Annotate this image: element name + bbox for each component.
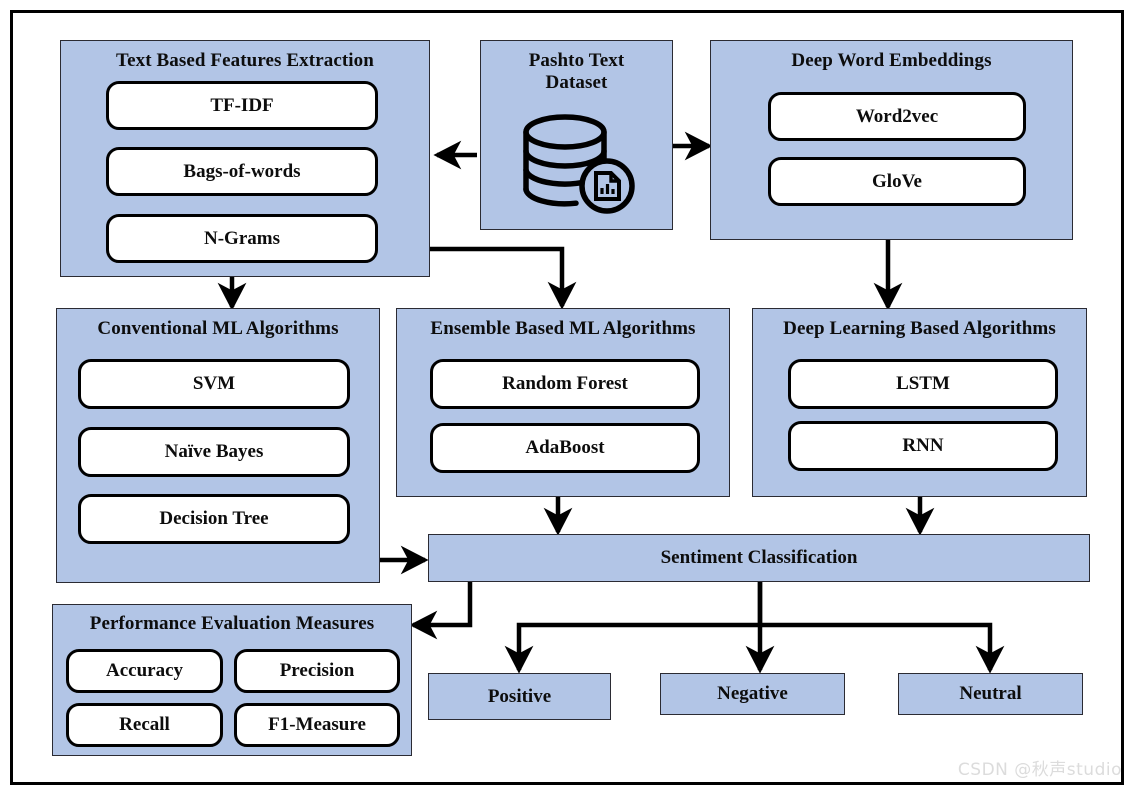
pill-glove[interactable]: GloVe [768, 157, 1026, 206]
group-title-conventional-ml: Conventional ML Algorithms [97, 318, 339, 339]
pill-naive-bayes[interactable]: Naïve Bayes [78, 427, 350, 477]
box-sentiment-negative[interactable]: Negative [660, 673, 845, 715]
pill-svm[interactable]: SVM [78, 359, 350, 409]
dataset-title-line2: Dataset [545, 71, 608, 93]
pill-f1-measure[interactable]: F1-Measure [234, 703, 400, 747]
watermark-text: CSDN @秋声studio [957, 760, 1122, 780]
box-sentiment-classification[interactable]: Sentiment Classification [428, 534, 1090, 582]
group-title-word-embeddings: Deep Word Embeddings [791, 50, 992, 71]
pill-tf-idf[interactable]: TF-IDF [106, 81, 378, 130]
pill-recall[interactable]: Recall [66, 703, 223, 747]
pill-bags-of-words[interactable]: Bags-of-words [106, 147, 378, 196]
pill-accuracy[interactable]: Accuracy [66, 649, 223, 693]
dataset-title-line1: Pashto Text [528, 50, 625, 71]
pill-decision-tree[interactable]: Decision Tree [78, 494, 350, 544]
pill-n-grams[interactable]: N-Grams [106, 214, 378, 263]
pill-lstm[interactable]: LSTM [788, 359, 1058, 409]
box-sentiment-positive[interactable]: Positive [428, 673, 611, 720]
group-title-ensemble-ml: Ensemble Based ML Algorithms [430, 318, 696, 339]
group-pashto-text-dataset: Pashto Text Dataset [480, 40, 673, 230]
pill-adaboost[interactable]: AdaBoost [430, 423, 700, 473]
pill-precision[interactable]: Precision [234, 649, 400, 693]
group-title-performance: Performance Evaluation Measures [89, 613, 375, 634]
pill-random-forest[interactable]: Random Forest [430, 359, 700, 409]
group-title-deep-learning: Deep Learning Based Algorithms [783, 318, 1056, 339]
database-icon [515, 112, 640, 217]
pill-rnn[interactable]: RNN [788, 421, 1058, 471]
group-title-text-features: Text Based Features Extraction [116, 50, 374, 71]
pill-word2vec[interactable]: Word2vec [768, 92, 1026, 141]
box-sentiment-neutral[interactable]: Neutral [898, 673, 1083, 715]
